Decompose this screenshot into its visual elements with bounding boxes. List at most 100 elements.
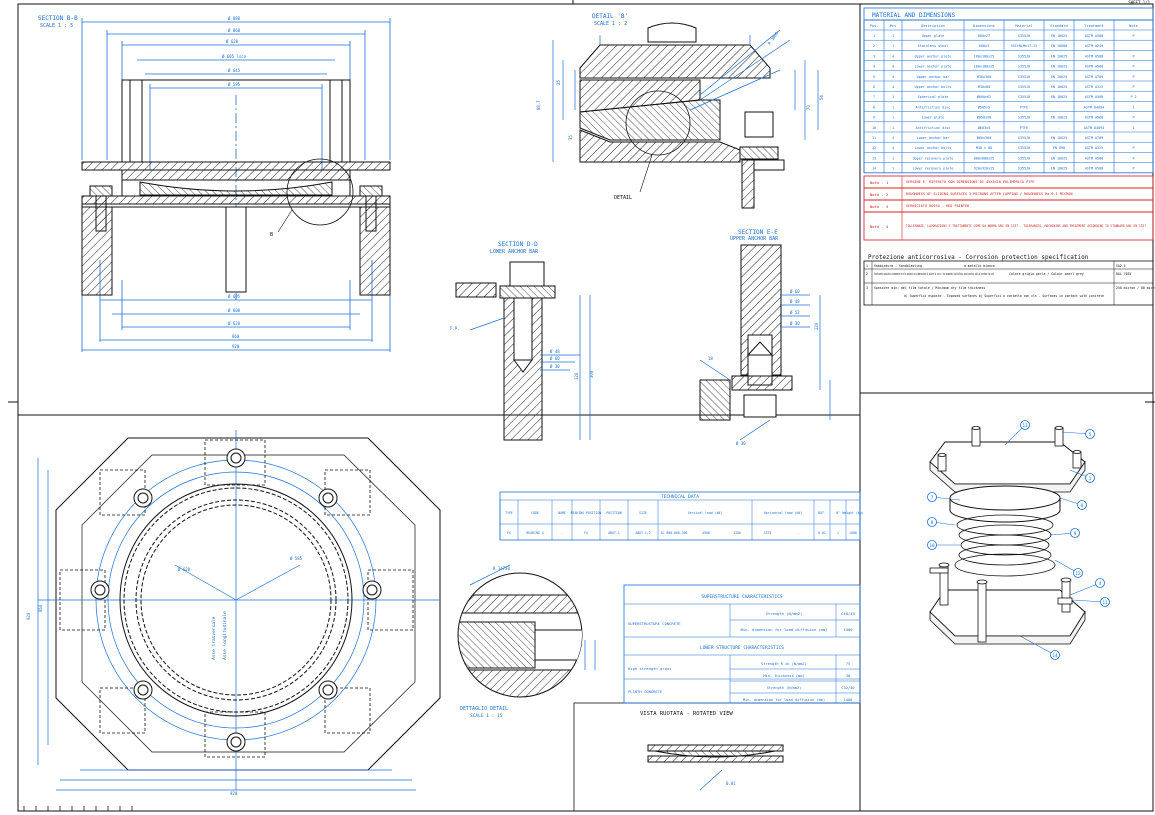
bb-detail-callout: B: [270, 232, 273, 238]
bb-dim-11: 920: [232, 344, 240, 349]
material-cell: 13: [872, 156, 876, 160]
structure-characteristics-table: SUPERSTRUCTURE CHARACTERISTICSSUPERSTRUC…: [623, 584, 861, 704]
material-cell: Lower anchor bar: [917, 136, 950, 140]
material-cell: S355J0: [1018, 54, 1030, 58]
material-cell: Lower anchor bolts: [915, 146, 952, 150]
lower-row-value: C32/40: [842, 686, 855, 690]
material-cell: Upper anchor plate: [915, 54, 952, 58]
material-cell: Upper recovery plate: [913, 156, 954, 160]
material-header-3: Dimensions: [973, 24, 995, 28]
material-cell: S355J0: [1018, 136, 1030, 140]
material-cell: X5CrNiMo17-12: [1011, 44, 1038, 48]
note-text-4: TOLLERANZE, LAVORAZIONI E TRATTAMENTI CO…: [906, 224, 1146, 228]
material-cell: 4: [892, 54, 894, 58]
protection-cell: 3: [866, 286, 868, 290]
lower-grout-label: High strength grout: [628, 666, 671, 671]
iso-label-6: 6: [1081, 503, 1084, 508]
material-cell: 11: [872, 136, 876, 140]
material-cell: Spherical plate: [918, 95, 949, 99]
material-cell: 1: [1132, 105, 1134, 109]
material-cell: PTFE: [1020, 105, 1028, 109]
section-bb-title: SECTION B-B: [38, 15, 78, 22]
material-cell: EN 10025: [1051, 54, 1067, 58]
technical-value-0: FS: [507, 531, 511, 535]
ee-dim-6: 18: [708, 356, 713, 361]
bb-dim-9: Ø 620: [228, 321, 241, 326]
bb-dim-3: Ø 620: [226, 39, 239, 44]
dd-dim-1: Ø 48: [550, 349, 560, 354]
material-cell: 4: [892, 136, 894, 140]
protection-cell: a) Superfici esposte - Exposed surfaces …: [904, 294, 1104, 298]
material-cell: 1: [892, 34, 894, 38]
protection-cell: RAL 7035: [1116, 272, 1131, 276]
material-cell: Ø603x5: [978, 125, 990, 130]
material-cell: 7: [873, 95, 875, 99]
material-cell: 180x180x25: [974, 65, 994, 69]
iso-label-8: 8: [931, 520, 934, 525]
technical-header-9: N°: [836, 511, 840, 515]
material-cell: P: [1132, 75, 1134, 79]
material-cell: EN 10025: [1051, 167, 1067, 171]
technical-header-6: Vertical load (kN): [688, 511, 723, 515]
protection-cell: Sabbiatura - Sandblasting: [874, 264, 922, 268]
lower-row-value: 75: [846, 662, 850, 666]
material-cell: P 2: [1130, 95, 1136, 99]
dettaglio-title: DETTAGLIO DETAIL: [460, 706, 508, 712]
material-cell: ASTM A588: [1085, 34, 1103, 38]
iso-label-5: 5: [1089, 432, 1092, 437]
material-cell: EN 10025: [1051, 156, 1067, 160]
ee-dim-3: Ø 52: [790, 310, 800, 315]
material-cell: EN 10025: [1051, 34, 1067, 38]
material-cell: -: [1058, 126, 1060, 130]
material-cell: 1: [892, 156, 894, 160]
protection-cell: 250 micron / 80 micron: [1116, 286, 1155, 290]
technical-header-0: TYPE: [505, 511, 513, 515]
material-cell: 1: [892, 105, 894, 109]
material-cell: P: [1132, 34, 1134, 38]
material-cell: Antifriction disc: [916, 105, 951, 109]
detail-b-scale: SCALE 1 : 2: [594, 21, 627, 27]
technical-value-5: ABUT.1/2: [635, 531, 650, 535]
material-cell: EN 10025: [1051, 75, 1067, 79]
technical-header-4: POSITION: [606, 511, 621, 515]
material-cell: 5: [873, 75, 875, 79]
material-cell: Lower anchor plate: [915, 65, 952, 69]
note-label-4: Note - 4: [870, 224, 889, 229]
material-cell: S355J0: [1018, 75, 1030, 79]
material-cell: EN 10025: [1051, 116, 1067, 120]
protection-cell: 1: [866, 264, 868, 268]
detail-b-view: DETAIL 'B' SCALE 1 : 2 DETAIL: [536, 13, 824, 209]
material-cell: ASTM A588: [1085, 167, 1103, 171]
technical-value-13: 1000: [849, 531, 857, 535]
ee-dim-1: Ø 60: [790, 289, 800, 294]
material-cell: Upper anchor bar: [917, 75, 950, 79]
iso-label-10: 10: [929, 543, 935, 548]
ee-dim-4: Ø 30: [790, 321, 800, 326]
material-table-title: MATERIAL AND DIMENSIONS: [872, 12, 955, 19]
material-cell: Antifriction disc: [916, 126, 951, 130]
plan-dim-bottom: 920: [230, 791, 238, 796]
detail-b-dim-3: 35: [568, 135, 573, 140]
technical-value-12: 1: [837, 531, 839, 535]
protection-cell: 2: [866, 272, 868, 276]
material-cell: S355J0: [1018, 65, 1030, 69]
bb-dim-1: Ø 880: [228, 16, 241, 21]
iso-label-7: 7: [931, 495, 934, 500]
protection-cell: Rivestimento epossidico bicomponente ad …: [874, 272, 994, 276]
material-cell: 3: [873, 54, 875, 58]
superstructure-row-value: 1400: [843, 627, 853, 632]
superstructure-row-label: Strength (N/mm2): [766, 611, 803, 616]
note-label-3: Note - 3: [870, 204, 888, 209]
material-cell: Ø585x5: [978, 104, 990, 109]
material-header-1: Pcs: [890, 24, 897, 28]
technical-header-7: Horizontal load (kN): [764, 511, 802, 515]
technical-value-6: SL 600-600-300: [661, 531, 688, 535]
material-cell: S355J0: [1018, 146, 1030, 150]
material-cell: ASTM A325: [1085, 146, 1103, 150]
lower-row-value: 30: [846, 674, 850, 678]
superstructure-row-value: C40/45: [841, 611, 855, 616]
material-cell: Upper plate: [922, 34, 944, 38]
material-cell: Upper anchor bolts: [915, 85, 952, 89]
rotated-view: VISTA RUOTATA - ROTATED VIEW 0.01: [573, 702, 861, 812]
material-cell: 880x27: [978, 34, 990, 38]
